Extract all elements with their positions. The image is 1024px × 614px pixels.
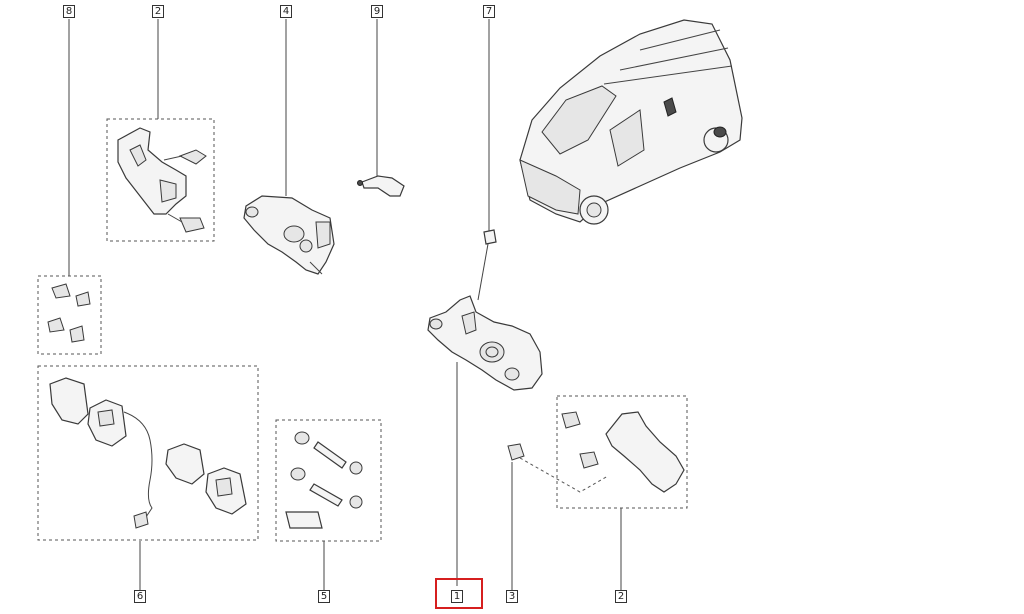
bleed-screw	[477, 229, 497, 301]
group-box-5	[275, 419, 382, 542]
brake-caliper-center	[427, 295, 543, 391]
carrier-bracket-bottom	[507, 411, 685, 493]
brake-caliper-left	[243, 195, 335, 275]
carrier-bracket-top	[117, 127, 207, 233]
group-box-2-top	[106, 118, 215, 242]
callout-7-top[interactable]: 7	[483, 5, 495, 18]
van-illustration	[519, 19, 743, 225]
brake-pad-set	[49, 377, 247, 529]
callout-5-bottom[interactable]: 5	[318, 590, 330, 603]
spring-clips	[47, 283, 91, 343]
group-box-2-bottom	[556, 395, 688, 509]
callout-4-top[interactable]: 4	[280, 5, 292, 18]
group-box-8	[37, 275, 102, 355]
callout-3-bottom[interactable]: 3	[506, 590, 518, 603]
callout-2-top[interactable]: 2	[152, 5, 164, 18]
selected-callout-highlight	[435, 578, 483, 609]
callout-2-bottom[interactable]: 2	[615, 590, 627, 603]
group-box-6	[37, 365, 259, 541]
callout-6-bottom[interactable]: 6	[134, 590, 146, 603]
guide-pin-kit	[285, 431, 363, 529]
callout-9-top[interactable]: 9	[371, 5, 383, 18]
hose-bracket	[357, 175, 405, 197]
callout-8-top[interactable]: 8	[63, 5, 75, 18]
callout-1-bottom[interactable]: 1	[451, 590, 463, 603]
